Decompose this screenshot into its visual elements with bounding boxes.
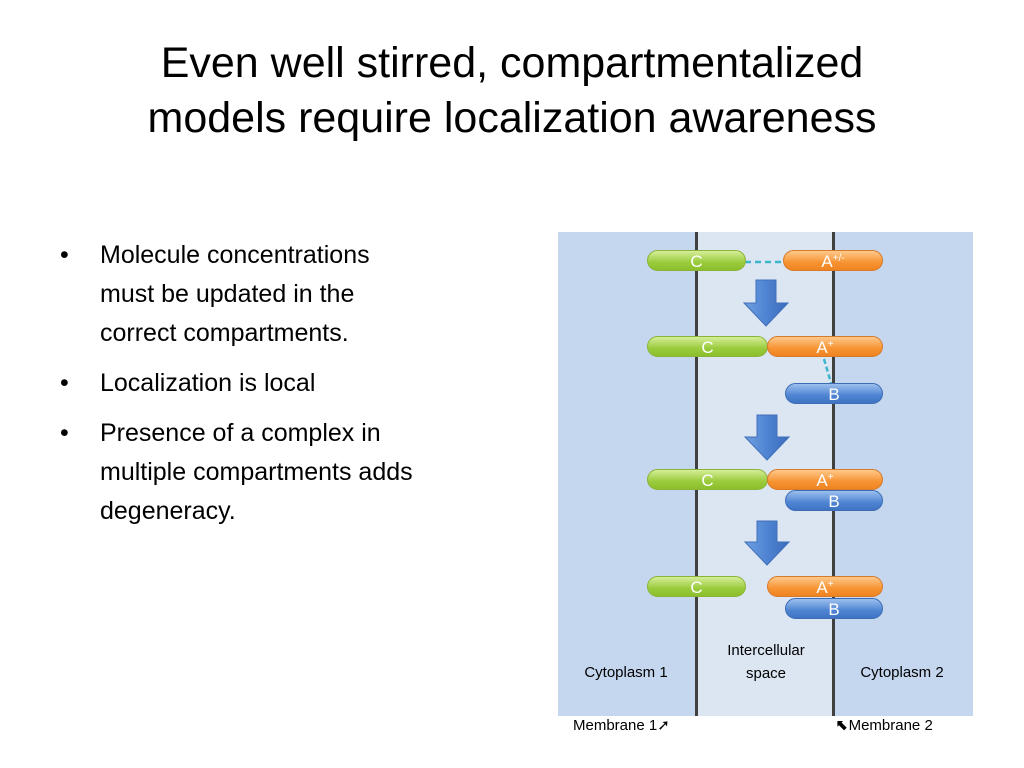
slide-title-line-1: Even well stirred, compartmentalized bbox=[160, 39, 864, 87]
molecule-c: C bbox=[647, 336, 768, 357]
molecule-a-label: A bbox=[816, 338, 828, 357]
bullet-text-line: degeneracy. bbox=[100, 497, 236, 525]
molecule-a-label: A bbox=[816, 471, 828, 490]
bullet-item-complex: • Presence of a complex in multiple comp… bbox=[56, 414, 516, 531]
compartment-diagram: C A+/- C A+ B C A+ B C A+ B Cytoplasm 1 … bbox=[558, 232, 973, 716]
molecule-b-label: B bbox=[828, 492, 840, 511]
molecule-c: C bbox=[647, 469, 768, 490]
down-arrow-icon bbox=[743, 414, 791, 461]
molecule-c: C bbox=[647, 250, 746, 271]
intercellular-label-line-1: Intercellular bbox=[727, 642, 805, 659]
bullet-text-line: Molecule concentrations bbox=[100, 241, 370, 269]
bullet-item-concentrations: • Molecule concentrations must be update… bbox=[56, 236, 516, 353]
molecule-b: B bbox=[785, 598, 883, 619]
bullet-text-line: correct compartments. bbox=[100, 319, 349, 347]
bullet-marker: • bbox=[60, 241, 69, 269]
molecule-b-label: B bbox=[828, 385, 840, 404]
cytoplasm-2-label: Cytoplasm 2 bbox=[860, 664, 944, 681]
molecule-a: A+ bbox=[767, 336, 883, 357]
cytoplasm-1-label: Cytoplasm 1 bbox=[584, 664, 668, 681]
molecule-a-charge: + bbox=[827, 579, 834, 590]
bullet-marker: • bbox=[60, 369, 69, 397]
molecule-b-label: B bbox=[828, 600, 840, 619]
molecule-a: A+ bbox=[767, 469, 883, 490]
membrane-2-text: Membrane 2 bbox=[848, 717, 933, 734]
molecule-c-label: C bbox=[701, 338, 714, 357]
molecule-a-label: A bbox=[821, 252, 833, 271]
membrane-1-text: Membrane 1 bbox=[573, 717, 658, 734]
down-arrow-icon bbox=[743, 520, 791, 566]
molecule-c-label: C bbox=[701, 471, 714, 490]
slide-title: Even well stirred, compartmentalized mod… bbox=[40, 36, 984, 146]
bullet-text-line: multiple compartments adds bbox=[100, 458, 413, 486]
bullet-item-localization: • Localization is local bbox=[56, 364, 516, 403]
bullet-text-line: must be updated in the bbox=[100, 280, 355, 308]
molecule-a: A+/- bbox=[783, 250, 883, 271]
bullet-list: • Molecule concentrations must be update… bbox=[56, 236, 516, 542]
bullet-marker: • bbox=[60, 419, 69, 447]
molecule-c: C bbox=[647, 576, 746, 597]
molecule-a-charge: +/- bbox=[832, 253, 845, 264]
molecule-a: A+ bbox=[767, 576, 883, 597]
molecule-a-charge: + bbox=[827, 339, 834, 350]
down-arrow-icon bbox=[742, 279, 790, 327]
molecule-b: B bbox=[785, 383, 883, 404]
arrow-up-right-icon: ➚ bbox=[657, 717, 670, 734]
molecule-c-label: C bbox=[690, 252, 703, 271]
arrow-up-left-icon: ⬉ bbox=[836, 717, 849, 734]
diagram-connectors bbox=[742, 260, 833, 566]
intercellular-label-line-2: space bbox=[745, 665, 787, 682]
bullet-text-line: Localization is local bbox=[100, 369, 316, 397]
bullet-text-line: Presence of a complex in bbox=[100, 419, 381, 447]
molecule-c-label: C bbox=[690, 578, 703, 597]
intercellular-space-label: Intercellular space bbox=[701, 639, 831, 685]
membrane-2-label: ⬉Membrane 2 bbox=[836, 716, 933, 736]
molecule-b: B bbox=[785, 490, 883, 511]
molecule-a-charge: + bbox=[827, 472, 834, 483]
bond-dashed-a-b bbox=[822, 358, 833, 384]
molecule-a-label: A bbox=[816, 578, 828, 597]
slide-title-line-2: models require localization awareness bbox=[147, 94, 877, 142]
membrane-1-label: Membrane 1➚ bbox=[573, 716, 670, 736]
